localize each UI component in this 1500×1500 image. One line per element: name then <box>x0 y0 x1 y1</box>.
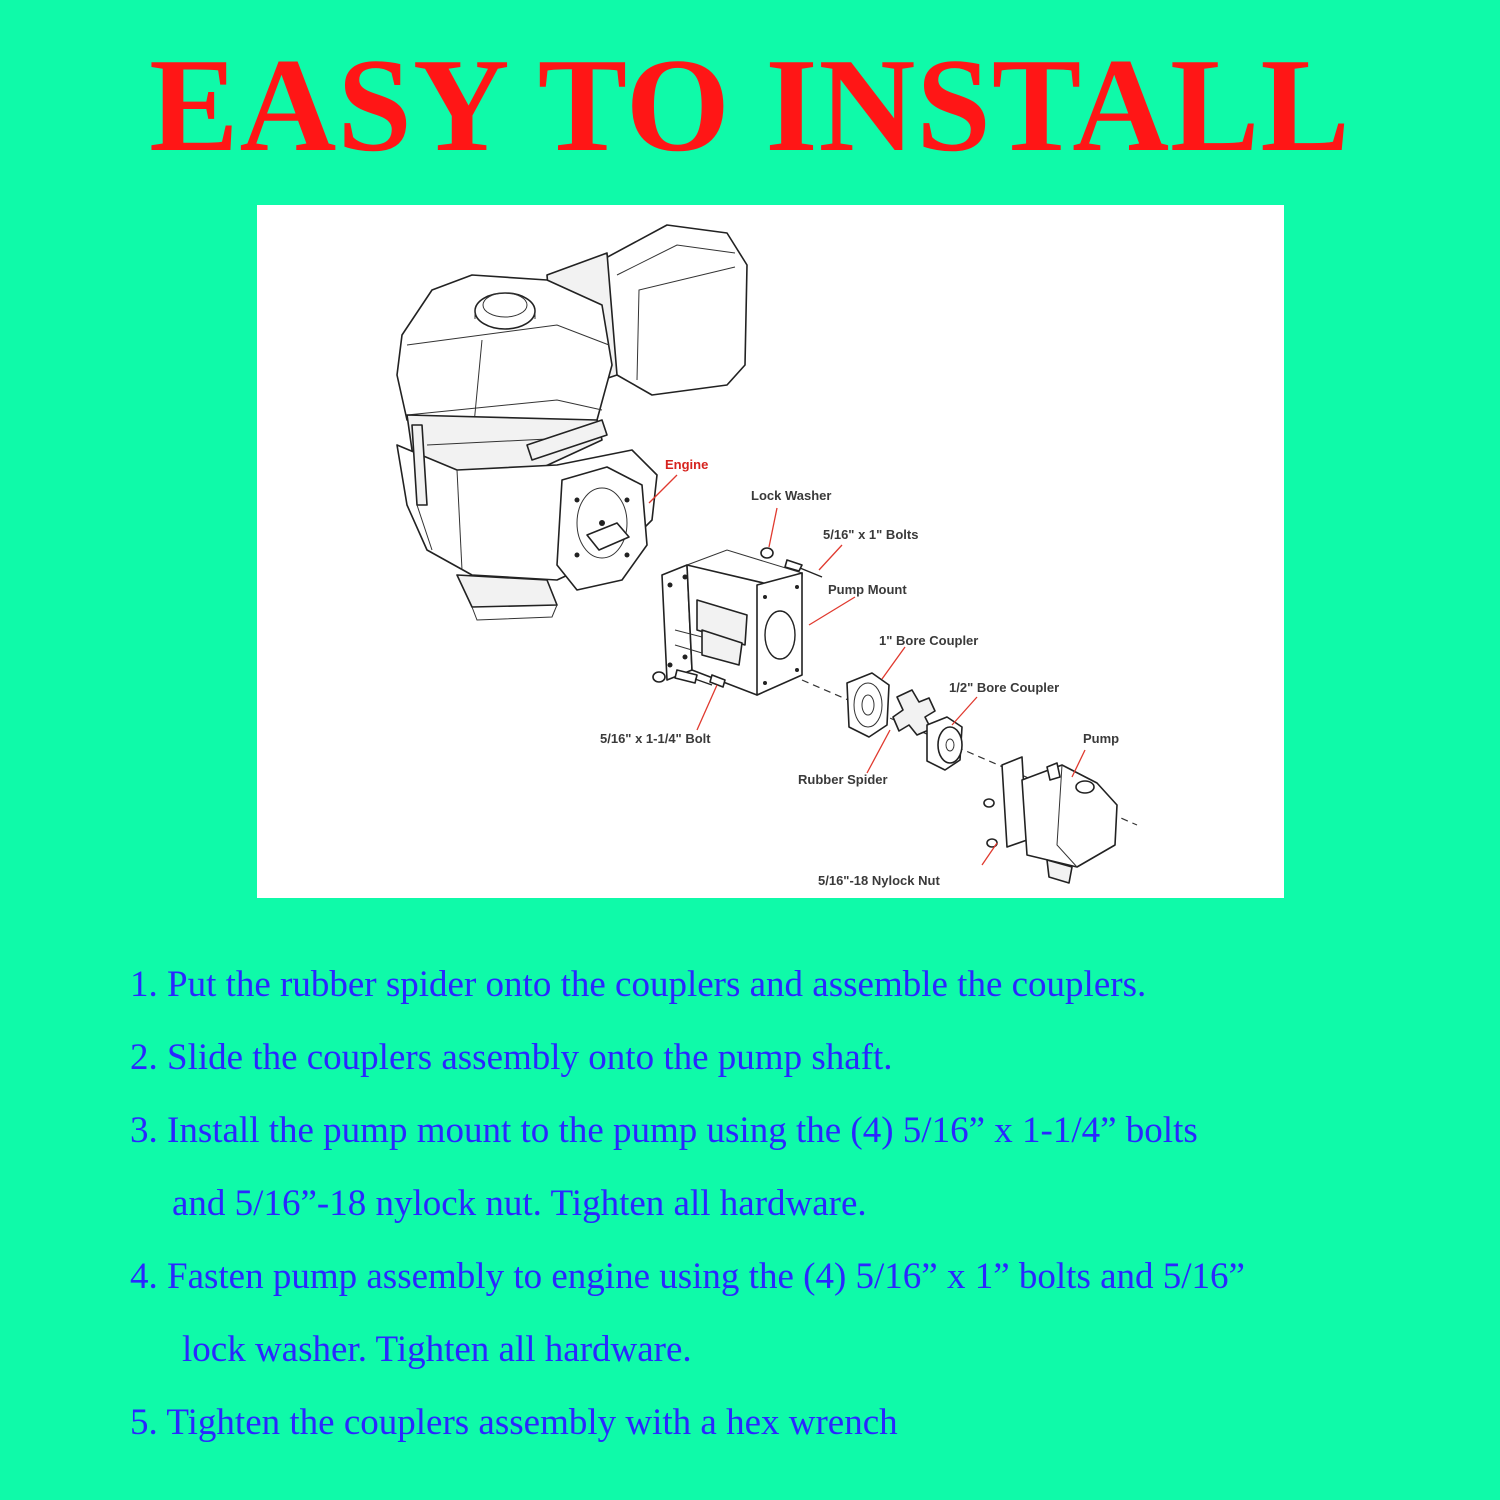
label-engine: Engine <box>665 457 708 472</box>
label-nylock-nut: 5/16"-18 Nylock Nut <box>818 873 940 888</box>
step-3: 3. Install the pump mount to the pump us… <box>130 1094 1470 1167</box>
step-4: 4. Fasten pump assembly to engine using … <box>130 1240 1470 1313</box>
step-number: 2. <box>130 1037 158 1078</box>
step-number: 3. <box>130 1110 158 1151</box>
step-text: Slide the couplers assembly onto the pum… <box>167 1037 893 1078</box>
installation-steps: 1. Put the rubber spider onto the couple… <box>130 948 1470 1459</box>
step-number: 4. <box>130 1256 158 1297</box>
label-1in-bore-coupler: 1" Bore Coupler <box>879 633 978 648</box>
step-text: lock washer. Tighten all hardware. <box>182 1329 692 1370</box>
step-text: and 5/16”-18 nylock nut. Tighten all har… <box>172 1183 867 1224</box>
step-text: Tighten the couplers assembly with a hex… <box>166 1402 898 1443</box>
bolts-drawing <box>652 547 823 688</box>
coupler-drawing <box>846 672 963 771</box>
page-title: EASY TO INSTALL <box>149 31 1351 179</box>
pump-drawing <box>983 756 1118 884</box>
installation-diagram: Engine Lock Washer 5/16" x 1" Bolts Pump… <box>257 205 1284 898</box>
step-2: 2. Slide the couplers assembly onto the … <box>130 1021 1470 1094</box>
step-text: Fasten pump assembly to engine using the… <box>167 1256 1245 1297</box>
step-5: 5. Tighten the couplers assembly with a … <box>130 1386 1470 1459</box>
label-rubber-spider: Rubber Spider <box>798 772 888 787</box>
label-pump: Pump <box>1083 731 1119 746</box>
step-4-continued: lock washer. Tighten all hardware. <box>130 1313 1470 1386</box>
label-pump-mount: Pump Mount <box>828 582 907 597</box>
label-bolt-1-1-4: 5/16" x 1-1/4" Bolt <box>600 731 711 746</box>
step-1: 1. Put the rubber spider onto the couple… <box>130 948 1470 1021</box>
leader-lines <box>648 474 1086 866</box>
pump-mount-drawing <box>661 549 803 696</box>
step-3-continued: and 5/16”-18 nylock nut. Tighten all har… <box>130 1167 1470 1240</box>
exploded-view-drawing: Engine Lock Washer 5/16" x 1" Bolts Pump… <box>396 224 1138 888</box>
step-number: 1. <box>130 964 158 1005</box>
label-lock-washer: Lock Washer <box>751 488 831 503</box>
label-bolts-1in: 5/16" x 1" Bolts <box>823 527 918 542</box>
step-text: Install the pump mount to the pump using… <box>167 1110 1198 1151</box>
engine-drawing <box>396 224 748 621</box>
label-half-bore-coupler: 1/2" Bore Coupler <box>949 680 1059 695</box>
step-number: 5. <box>130 1402 158 1443</box>
step-text: Put the rubber spider onto the couplers … <box>167 964 1147 1005</box>
